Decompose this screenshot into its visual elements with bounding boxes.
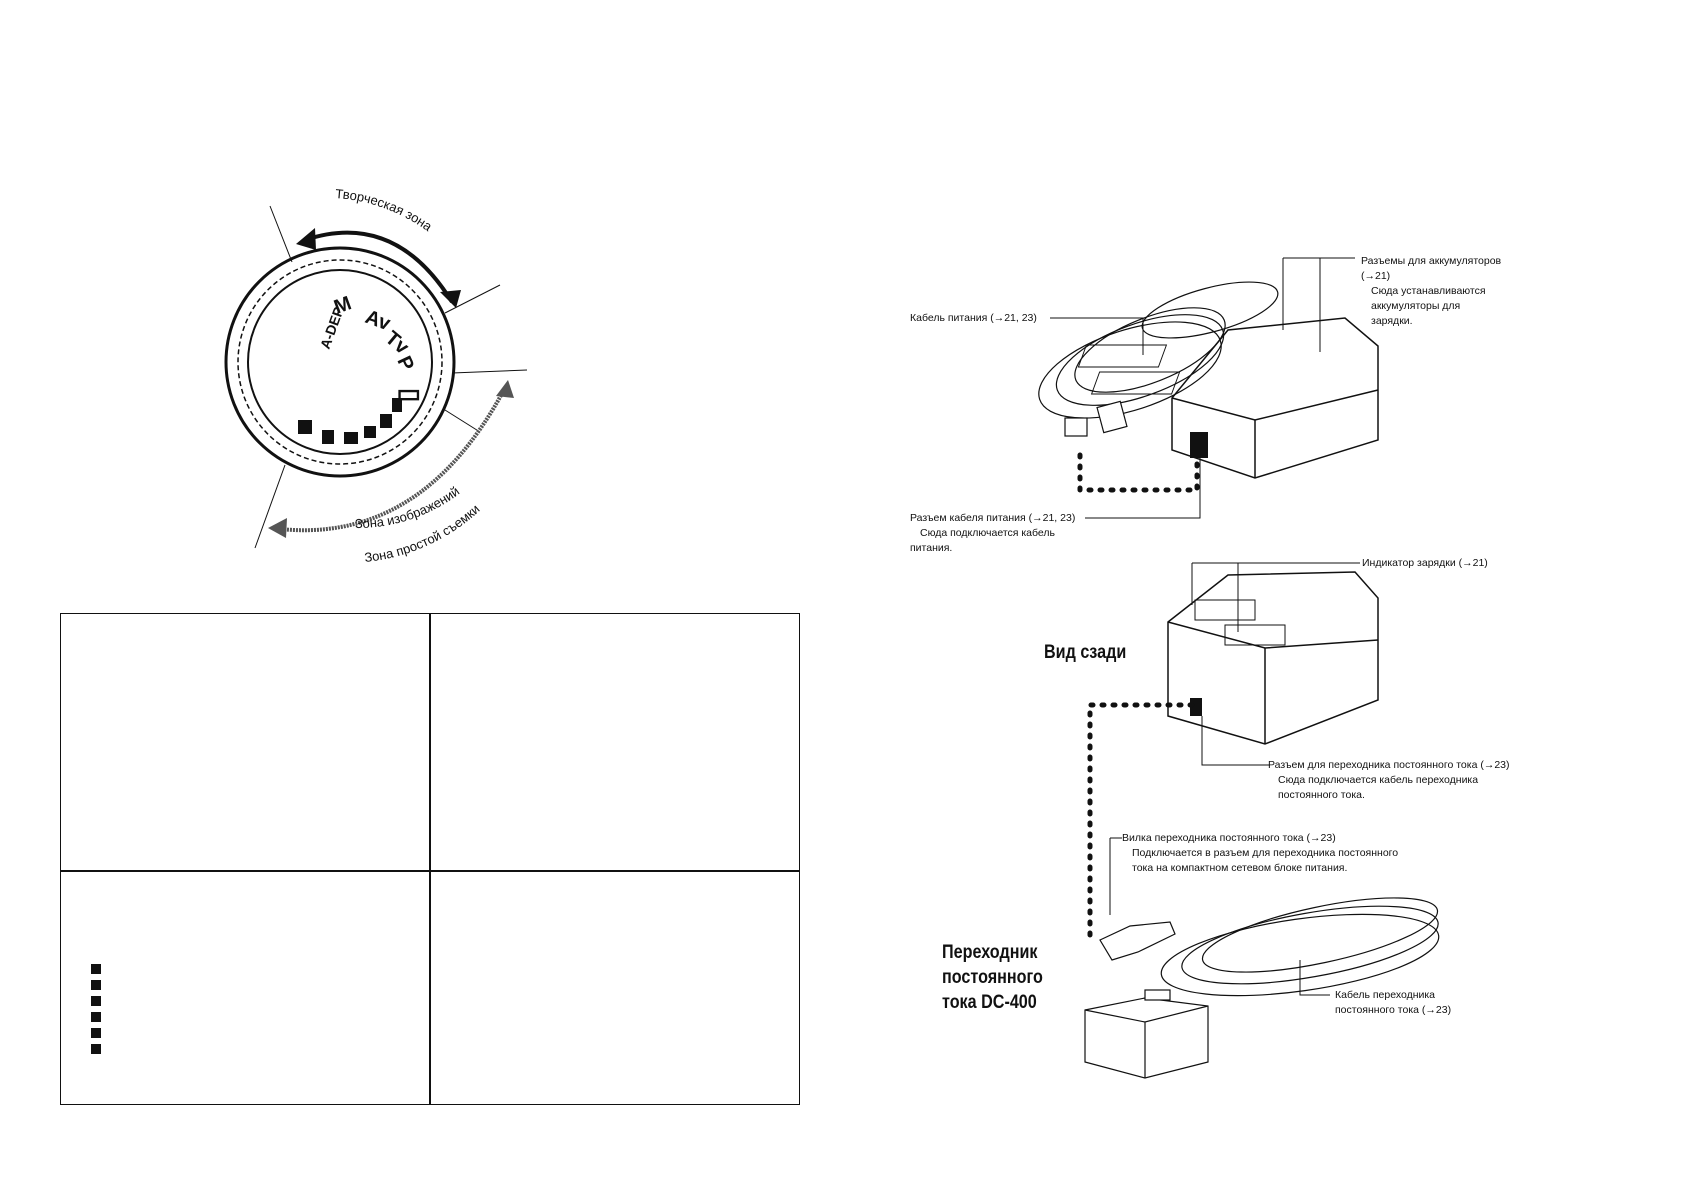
dc-socket-desc: постоянного тока. bbox=[1278, 789, 1365, 801]
dial-inner-ring bbox=[247, 269, 433, 455]
power-socket-title: Разъем кабеля питания (→21, 23) bbox=[910, 512, 1076, 524]
connection-dotted-line bbox=[1077, 452, 1200, 493]
power-cable-coil bbox=[1038, 281, 1279, 437]
dc-coupler-line: тока DC-400 bbox=[942, 992, 1037, 1013]
mode-m: M bbox=[331, 292, 354, 318]
dc-coupler-line: постоянного bbox=[942, 967, 1043, 988]
dial-knurl bbox=[237, 259, 443, 465]
power-cable-callout: Кабель питания (→21, 23) bbox=[910, 312, 1037, 324]
table-divider-vertical bbox=[429, 614, 431, 1104]
creative-zone-arrow bbox=[304, 230, 454, 304]
dc-coupler-label: Переходник постоянного тока DC-400 bbox=[942, 940, 1043, 1015]
zone-divider bbox=[451, 369, 528, 374]
sports-icon bbox=[91, 996, 101, 1006]
basic-zone-arrow bbox=[271, 387, 507, 533]
dc-cable-callout: Кабель переходника постоянного тока (→23… bbox=[1335, 988, 1451, 1018]
charge-indicator-callout: Индикатор зарядки (→21) bbox=[1362, 557, 1488, 569]
dc-plug-desc: Подключается в разъем для переходника по… bbox=[1132, 847, 1399, 859]
flash-off-icon bbox=[91, 964, 101, 974]
arrow-head bbox=[440, 290, 461, 308]
zone-divider bbox=[444, 409, 481, 433]
mode-full-auto: ▯ bbox=[396, 388, 426, 402]
battery-slots-desc: аккумуляторы для bbox=[1371, 300, 1461, 312]
landscape-icon bbox=[322, 430, 334, 444]
mode-description-table bbox=[60, 613, 800, 1105]
battery-slots-desc: Сюда устанавливаются bbox=[1371, 285, 1486, 297]
night-portrait-icon bbox=[380, 414, 392, 428]
battery-slots-desc: зарядки. bbox=[1371, 315, 1413, 327]
scene-icon-column bbox=[91, 964, 103, 1054]
zone-divider bbox=[269, 205, 293, 263]
dc-plug-callout: Вилка переходника постоянного тока (→23)… bbox=[1122, 831, 1398, 876]
rear-view-label: Вид сзади bbox=[1044, 642, 1127, 663]
landscape-icon bbox=[91, 1028, 101, 1038]
battery-slots-callout: Разъемы для аккумуляторов (→21) Сюда уст… bbox=[1361, 254, 1501, 329]
dc-coupler-illustration bbox=[1084, 897, 1440, 1079]
zone-divider bbox=[254, 464, 286, 549]
table-divider-horizontal bbox=[61, 870, 799, 872]
power-socket-callout: Разъем кабеля питания (→21, 23) Сюда под… bbox=[910, 511, 1075, 556]
zone-divider bbox=[444, 284, 501, 314]
portrait-icon bbox=[91, 1044, 101, 1054]
sports-icon bbox=[364, 426, 376, 438]
closeup-icon bbox=[344, 432, 358, 444]
dc-connection-dotted-line bbox=[1087, 702, 1195, 943]
power-socket-desc: питания. bbox=[910, 542, 953, 554]
arrow-head bbox=[296, 228, 316, 250]
portrait-icon bbox=[298, 420, 312, 434]
power-socket-desc: Сюда подключается кабель bbox=[920, 527, 1056, 539]
dial-outer-ring bbox=[224, 246, 456, 478]
flash-off-icon bbox=[392, 398, 402, 412]
charger-rear-view bbox=[1167, 571, 1379, 745]
dc-socket-title: Разъем для переходника постоянного тока … bbox=[1268, 759, 1510, 771]
dc-plug-desc: тока на компактном сетевом блоке питания… bbox=[1132, 862, 1348, 874]
dc-cable-line: Кабель переходника bbox=[1335, 989, 1436, 1001]
night-portrait-icon bbox=[91, 980, 101, 990]
dc-coupler-line: Переходник bbox=[942, 942, 1038, 963]
dc-cable-line: постоянного тока (→23) bbox=[1335, 1004, 1452, 1016]
dc-socket-desc: Сюда подключается кабель переходника bbox=[1278, 774, 1479, 786]
battery-slots-ref: (→21) bbox=[1361, 270, 1391, 282]
charger-front-view bbox=[1077, 317, 1379, 479]
arrow-head bbox=[268, 518, 287, 538]
arrow-head bbox=[496, 380, 514, 398]
closeup-icon bbox=[91, 1012, 101, 1022]
battery-slots-title: Разъемы для аккумуляторов bbox=[1361, 255, 1502, 267]
dc-socket-callout: Разъем для переходника постоянного тока … bbox=[1268, 758, 1510, 803]
dc-plug-title: Вилка переходника постоянного тока (→23) bbox=[1122, 832, 1336, 844]
dial-scene-icons bbox=[298, 398, 402, 444]
leader-lines bbox=[1050, 257, 1360, 996]
